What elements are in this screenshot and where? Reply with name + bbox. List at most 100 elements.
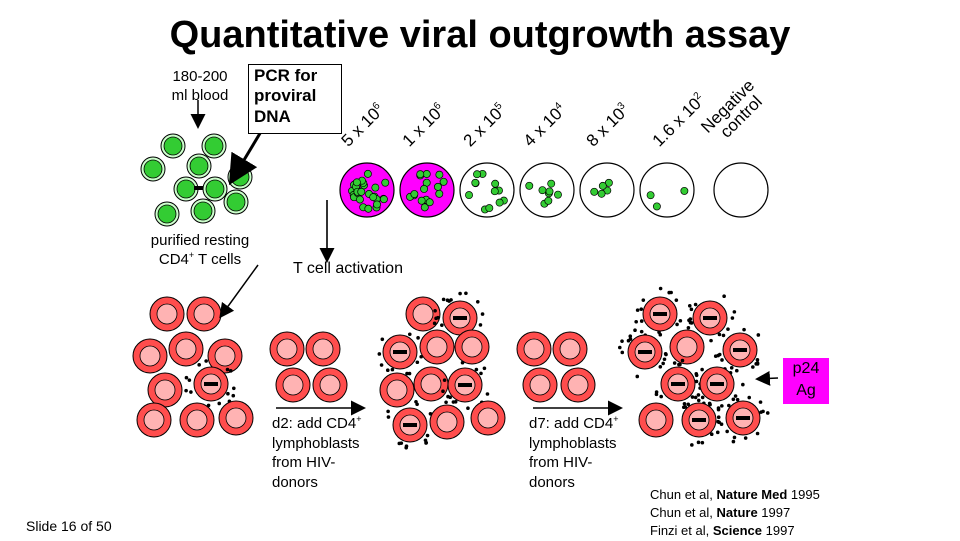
virion	[404, 445, 408, 450]
virion	[380, 337, 385, 342]
virion	[662, 357, 667, 362]
virion	[441, 389, 445, 394]
virion	[675, 322, 679, 327]
activated-cell	[305, 331, 341, 367]
dilution-well	[519, 162, 575, 218]
purified-line1: purified resting	[150, 232, 250, 249]
activated-cell	[522, 367, 558, 403]
virion	[385, 368, 390, 372]
virion	[709, 338, 713, 343]
virion	[674, 298, 679, 302]
virion	[448, 395, 452, 400]
provirus-marker	[194, 186, 208, 190]
virion	[425, 433, 430, 438]
well-cell	[680, 186, 689, 195]
virion	[700, 367, 704, 372]
virion	[635, 374, 640, 379]
virion	[700, 440, 705, 445]
purified-line2: CD4+ T cells	[158, 249, 242, 268]
virion	[657, 330, 661, 335]
virion	[407, 332, 412, 337]
virion	[720, 358, 724, 362]
well-cell	[435, 170, 444, 179]
virion	[617, 345, 622, 350]
virion	[226, 391, 230, 396]
well-cell	[525, 181, 534, 190]
activated-cell	[218, 400, 254, 436]
virion	[696, 440, 701, 445]
virion	[415, 360, 420, 365]
virion	[731, 397, 736, 402]
reference-3: Finzi et al, Science 1997	[650, 523, 795, 539]
p24-arrow	[755, 370, 779, 386]
virion	[416, 336, 420, 340]
virion	[458, 291, 462, 296]
activated-cell	[560, 367, 596, 403]
virion	[686, 402, 691, 407]
virion	[658, 286, 663, 291]
virion	[449, 298, 453, 302]
provirus-marker	[703, 316, 717, 320]
activated-cell	[186, 296, 222, 332]
activated-cell	[179, 402, 215, 438]
virion	[765, 411, 770, 415]
virion	[475, 300, 480, 304]
activated-cell	[275, 367, 311, 403]
virion	[696, 398, 701, 403]
references: Chun et al, Nature Med 1995 Chun et al, …	[650, 486, 820, 541]
virion	[707, 401, 712, 406]
virion	[726, 327, 730, 331]
virion	[620, 350, 625, 355]
virion	[451, 400, 456, 404]
pcr-line3: DNA	[254, 106, 291, 126]
virion	[729, 365, 734, 370]
well-cell	[544, 196, 553, 205]
provirus-marker	[710, 382, 724, 386]
virion	[232, 386, 236, 391]
virion	[756, 333, 761, 337]
virion	[184, 388, 188, 393]
resting-cd4-cell	[223, 189, 249, 215]
virion	[727, 403, 731, 408]
culture-day7	[617, 286, 770, 447]
virion	[386, 415, 391, 419]
well-cell	[434, 182, 442, 191]
infected-activated-cell	[713, 327, 761, 375]
virion	[436, 315, 440, 320]
virion	[690, 395, 695, 399]
well-cell	[373, 200, 381, 209]
virion	[397, 441, 402, 446]
well-cell	[425, 198, 434, 207]
activated-cell	[168, 331, 204, 367]
p24-antigen-box: p24 Ag	[783, 358, 829, 404]
infected-activated-cell	[377, 332, 424, 378]
virion	[700, 395, 705, 400]
virion	[716, 406, 721, 410]
virion	[715, 430, 720, 435]
virion	[189, 390, 193, 394]
resting-cd4-cell	[154, 201, 180, 227]
well-cell	[379, 195, 388, 204]
provirus-marker	[638, 350, 652, 354]
well-cell	[652, 202, 661, 211]
provirus-marker	[736, 416, 750, 420]
provirus-marker	[453, 316, 467, 320]
virion	[423, 438, 428, 443]
virion	[731, 439, 736, 444]
virion	[405, 371, 409, 376]
resting-cd4-cell	[202, 176, 228, 202]
activated-cell	[638, 402, 674, 438]
activated-cell	[429, 404, 465, 440]
virion	[755, 362, 760, 366]
resting-cd4-cell	[140, 156, 166, 182]
infected-activated-cell	[617, 328, 668, 379]
provirus-marker	[671, 382, 685, 386]
virion	[474, 367, 479, 372]
infected-activated-cell	[694, 365, 745, 412]
dilution-well	[399, 162, 455, 218]
virion	[386, 409, 390, 414]
flow-arrows	[190, 100, 779, 416]
activated-cell	[669, 329, 705, 365]
well-cell	[491, 179, 500, 188]
